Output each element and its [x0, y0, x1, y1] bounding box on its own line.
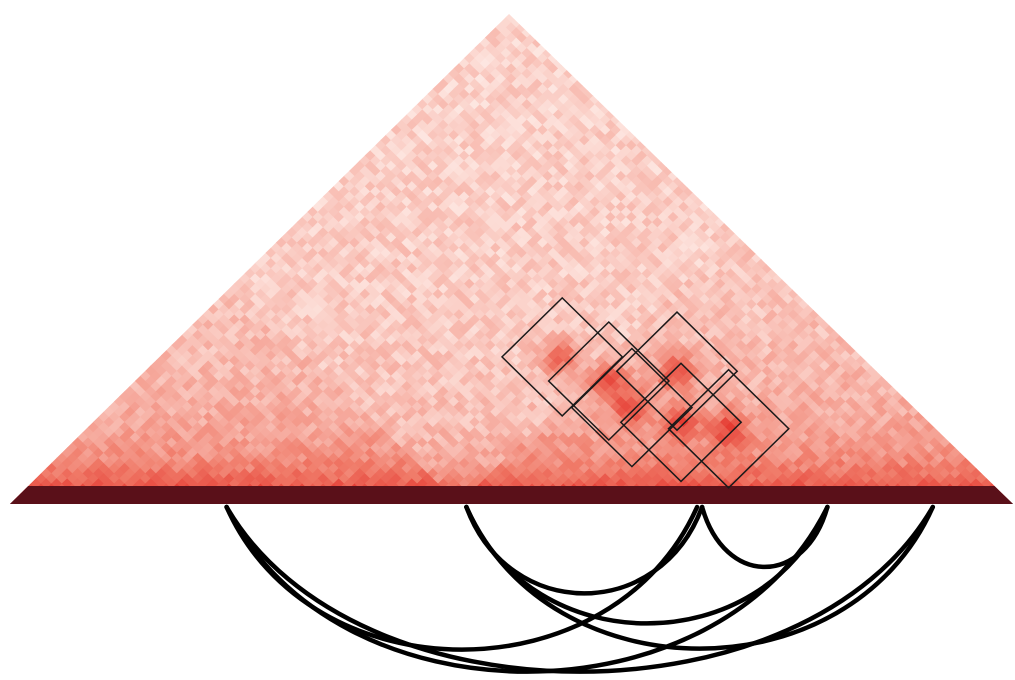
diagonal-band — [10, 486, 1013, 504]
